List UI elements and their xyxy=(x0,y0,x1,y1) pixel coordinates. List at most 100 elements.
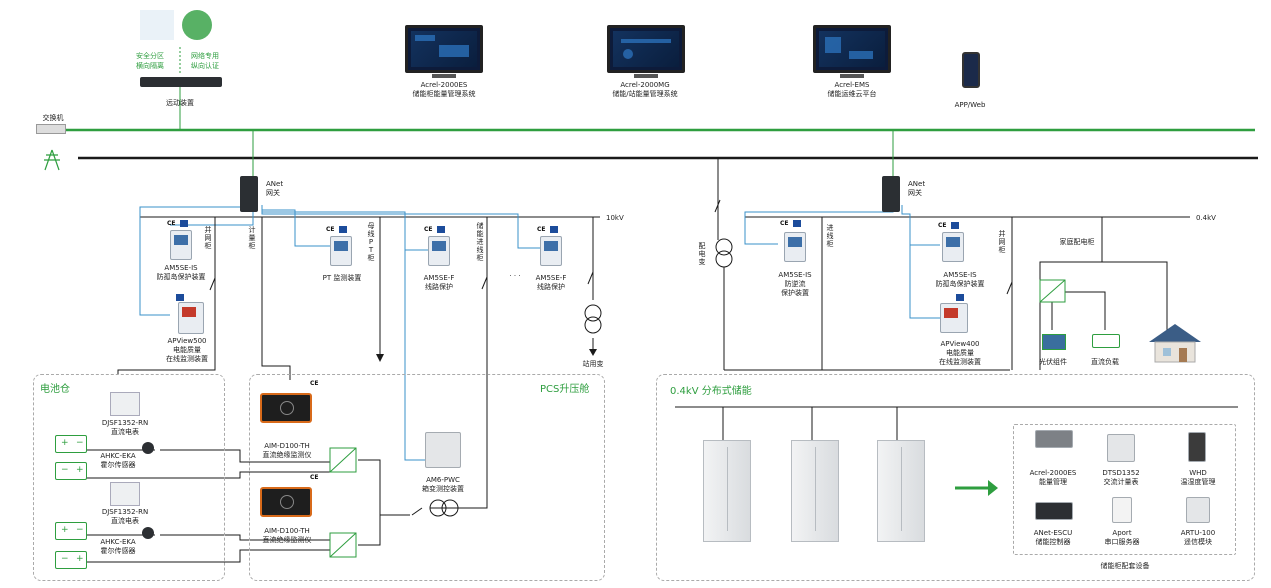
hall2-name: AHKC-EKA xyxy=(100,538,136,546)
aim-device-1 xyxy=(260,393,312,423)
phone-icon xyxy=(962,52,980,88)
security-device-label: 远动装置 xyxy=(166,99,194,107)
whd-device xyxy=(1188,432,1206,462)
station-transformer: 站用变 xyxy=(582,360,604,368)
gateway-right-desc: 网关 xyxy=(908,189,922,197)
aim-device-2 xyxy=(260,487,312,517)
equip4-desc: 储能控制器 xyxy=(1035,538,1071,546)
equipment-panel xyxy=(1013,424,1236,555)
storage-cabinet-1 xyxy=(703,440,751,542)
switch-icon xyxy=(36,124,66,134)
dc-meter-1 xyxy=(110,392,140,416)
aim2-name: AIM-D100-TH xyxy=(264,527,310,535)
pcs-box xyxy=(249,374,605,581)
hall2-desc: 霍尔传感器 xyxy=(100,547,136,555)
rdev1-desc2: 保护装置 xyxy=(781,289,809,297)
apview500-device xyxy=(178,302,204,334)
ems-system-name: Acrel-EMS xyxy=(834,81,870,89)
dist-box-title: 0.4kV 分布式储能 xyxy=(670,386,752,397)
equip6-desc: 遥信模块 xyxy=(1184,538,1212,546)
storage-cabinet-2 xyxy=(791,440,839,542)
home-dist-label: 家庭配电柜 xyxy=(1059,238,1095,246)
equip-caption: 储能柜配套设备 xyxy=(1100,562,1150,570)
dc-load-label: 直流负载 xyxy=(1091,358,1119,366)
battery-3: +− xyxy=(55,522,87,540)
gateway-right-icon xyxy=(882,176,900,212)
rdev3-name: APView400 xyxy=(940,340,980,348)
mg-monitor xyxy=(607,25,685,73)
equip4-name: ANet-ESCU xyxy=(1033,529,1073,537)
equip3-name: WHD xyxy=(1189,469,1207,477)
hall1-name: AHKC-EKA xyxy=(100,452,136,460)
app-label: APP/Web xyxy=(954,101,986,109)
am6-name: AM6-PWC xyxy=(426,476,460,484)
dev5-desc: 线路保护 xyxy=(537,283,565,291)
aim2-desc: 直流绝缘监测仪 xyxy=(262,536,312,544)
dtsd1352-device xyxy=(1107,434,1135,462)
hall-sensor-2 xyxy=(142,527,154,539)
feeder-storage-in: 储能进线柜 xyxy=(476,222,484,262)
dev5-name: AM5SE-F xyxy=(535,274,567,282)
es-system-desc: 储能柜能量管理系统 xyxy=(412,90,476,98)
relay-am5se-is-right xyxy=(942,232,964,262)
pv-icon xyxy=(1042,334,1066,350)
artu-100-device xyxy=(1186,497,1210,523)
gateway-left-name: ANet xyxy=(266,180,284,188)
gateway-left-desc: 网关 xyxy=(266,189,280,197)
rdev3-desc1: 电能质量 xyxy=(946,349,974,357)
feeder-grid-tie-right: 并网柜 xyxy=(998,230,1006,254)
rdev3-desc2: 在线监测装置 xyxy=(939,358,981,366)
grid-logo xyxy=(182,10,212,40)
battery-2: −+ xyxy=(55,462,87,480)
meter2-desc: 直流电表 xyxy=(111,517,139,525)
hall-sensor-1 xyxy=(142,442,154,454)
relay-am5se-f-1 xyxy=(428,236,450,266)
storage-cabinet-3 xyxy=(877,440,925,542)
apview400-device xyxy=(940,303,968,333)
distributed-box xyxy=(656,374,1255,581)
switch-label: 交换机 xyxy=(42,114,64,122)
pv-label: 光伏组件 xyxy=(1039,358,1067,366)
sgcc-text-3: 网络专用 xyxy=(191,52,219,60)
relay-am5se-is-left xyxy=(170,230,192,260)
equip2-name: DTSD1352 xyxy=(1102,469,1140,477)
acrel-2000es-device xyxy=(1035,430,1073,448)
relay-am5se-is-anti-reverse xyxy=(784,232,806,262)
equip1-desc: 能量管理 xyxy=(1039,478,1067,486)
relay-pt xyxy=(330,236,352,266)
aim1-name: AIM-D100-TH xyxy=(264,442,310,450)
bus-04kv-label: 0.4kV xyxy=(1196,214,1216,222)
dc-load-icon xyxy=(1092,334,1120,348)
rdev2-desc: 防孤岛保护装置 xyxy=(935,280,985,288)
dev2-name: APView500 xyxy=(167,337,207,345)
gateway-right-name: ANet xyxy=(908,180,926,188)
dev4-name: AM5SE-F xyxy=(423,274,455,282)
equip6-name: ARTU-100 xyxy=(1180,529,1216,537)
equip2-desc: 交流计量表 xyxy=(1103,478,1139,486)
battery-1: +− xyxy=(55,435,87,453)
meter1-name: DJSF1352-RN xyxy=(101,419,149,427)
feeder-metering: 计量柜 xyxy=(248,226,256,250)
dist-transformer-label: 配电变 xyxy=(698,242,706,266)
ellipsis: · · · xyxy=(509,272,521,280)
mg-system-name: Acrel-2000MG xyxy=(620,81,670,89)
dc-meter-2 xyxy=(110,482,140,506)
rdev2-name: AM5SE-IS xyxy=(943,271,977,279)
dev1-name: AM5SE-IS xyxy=(164,264,198,272)
pcs-box-title: PCS升压舱 xyxy=(540,384,590,395)
feeder-inlet: 进线柜 xyxy=(826,224,834,248)
sgcc-text-2: 横向隔离 xyxy=(136,62,164,70)
house-icon xyxy=(1145,322,1205,364)
security-device-image xyxy=(140,77,222,87)
am6-desc: 箱变测控装置 xyxy=(422,485,464,493)
bus-10kv-label: 10kV xyxy=(606,214,624,222)
aport-device xyxy=(1112,497,1132,523)
es-monitor xyxy=(405,25,483,73)
meter2-name: DJSF1352-RN xyxy=(101,508,149,516)
relay-am5se-f-2 xyxy=(540,236,562,266)
sgcc-text-1: 安全分区 xyxy=(136,52,164,60)
equip3-desc: 温湿度管理 xyxy=(1180,478,1216,486)
dev2-desc1: 电能质量 xyxy=(173,346,201,354)
